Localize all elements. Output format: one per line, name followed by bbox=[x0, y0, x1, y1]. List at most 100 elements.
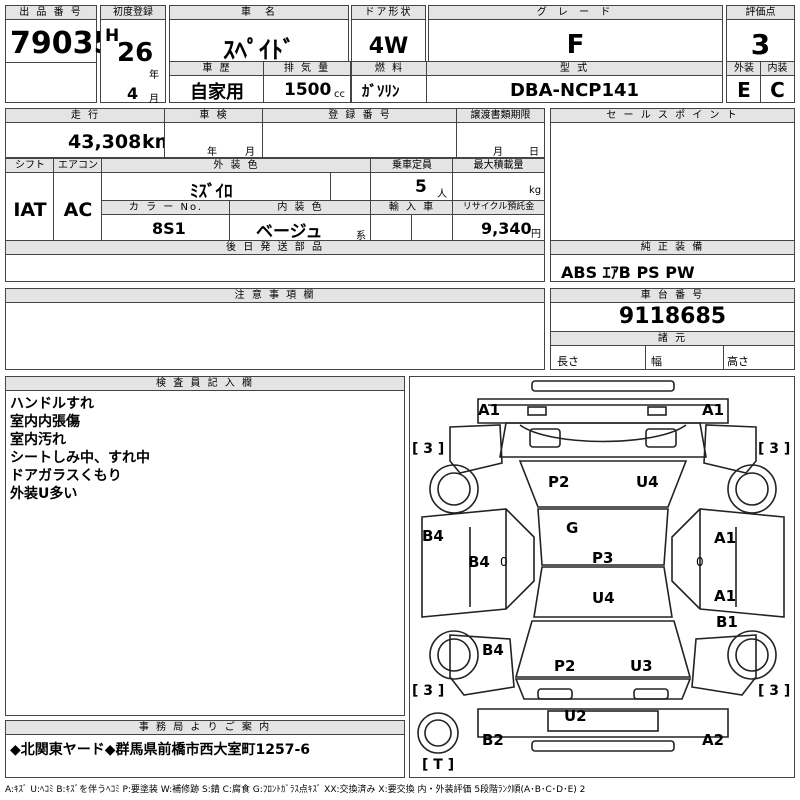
transfer-month-unit: 月 bbox=[493, 147, 503, 158]
shift: IAT bbox=[13, 199, 47, 221]
recycle-box: リサイクル預託金 9,340 円 bbox=[452, 200, 545, 242]
recycle-deposit: 9,340 bbox=[481, 219, 532, 238]
interior-grade-box: 内装 C bbox=[760, 61, 795, 103]
grade-box: グ レ ー ド F bbox=[428, 5, 723, 63]
inspector-note: シートしみ中、すれ中 bbox=[10, 450, 150, 466]
shift-box: シフト IAT bbox=[5, 158, 55, 242]
mark-roof-lower: U4 bbox=[592, 589, 615, 607]
exterior-grade-box: 外装 E bbox=[726, 61, 762, 103]
genuine-equipment-label: 純 正 装 備 bbox=[551, 241, 794, 255]
capacity-unit: 人 bbox=[437, 189, 447, 200]
height-label: 高さ bbox=[727, 355, 749, 368]
fuel: ｶﾞｿﾘﾝ bbox=[362, 82, 400, 100]
displacement-unit: cc bbox=[334, 89, 345, 100]
office-text: ◆北関東ヤード◆群馬県前橋市西大室町1257-6 bbox=[10, 742, 311, 758]
capacity-box: 乗車定員 5 人 bbox=[370, 158, 454, 202]
genuine-equipment-box: 純 正 装 備 ABS ｴｱB PS PW bbox=[550, 240, 795, 282]
mark-glass: G bbox=[566, 519, 579, 537]
mark-hood-left: P2 bbox=[548, 473, 570, 491]
aircon: AC bbox=[63, 199, 93, 221]
capacity: 5 bbox=[415, 177, 427, 197]
fuel-box: 燃 料 ｶﾞｿﾘﾝ bbox=[351, 61, 428, 103]
mileage-box: 走 行 43,308 km bbox=[5, 108, 174, 158]
first-registration-box: 初度登録 H 26 年 4 月 bbox=[100, 5, 166, 105]
first-registration-label: 初度登録 bbox=[101, 6, 165, 20]
import-box: 輸 入 車 bbox=[370, 200, 454, 242]
transfer-day-unit: 日 bbox=[529, 147, 539, 158]
tire-rear-left: [ 3 ] bbox=[412, 683, 445, 699]
mark-trunk-left: P2 bbox=[554, 657, 576, 675]
lot-number-box: 出 品 番 号 79035 bbox=[5, 5, 114, 103]
mark-zero-left: 0 bbox=[500, 555, 508, 569]
inspection-box: 車 検 年 月 bbox=[164, 108, 264, 158]
car-outline-svg bbox=[417, 380, 785, 754]
mark-front-right: A1 bbox=[702, 401, 725, 419]
displacement-box: 排 気 量 1500 cc bbox=[263, 61, 351, 103]
shift-label: シフト bbox=[6, 159, 54, 173]
aircon-box: エアコン AC bbox=[53, 158, 103, 242]
interior-color-unit: 系 bbox=[356, 231, 366, 242]
month-unit: 月 bbox=[149, 94, 159, 105]
car-name: ｽﾍﾟｲﾄﾞ bbox=[223, 36, 295, 64]
sales-point-label: セ ー ル ス ポ イ ン ト bbox=[551, 109, 794, 123]
fuel-label: 燃 料 bbox=[352, 62, 427, 76]
office-label: 事 務 局 よ り ご 案 内 bbox=[6, 721, 404, 735]
mark-rear-bumper-right: A2 bbox=[702, 731, 725, 749]
inspection-month-unit: 月 bbox=[245, 147, 255, 158]
model-box: 型 式 DBA-NCP141 bbox=[426, 61, 723, 103]
history-label: 車 歴 bbox=[170, 62, 264, 76]
displacement-label: 排 気 量 bbox=[264, 62, 350, 76]
door-box: ドア形状 4W bbox=[351, 5, 426, 63]
inspection-year-unit: 年 bbox=[207, 147, 217, 158]
grade-label: グ レ ー ド bbox=[429, 6, 722, 20]
history: 自家用 bbox=[190, 82, 244, 103]
damage-legend: A:ｷｽﾞ U:ﾍｺﾐ B:ｷｽﾞを伴うﾍｺﾐ P:要塗装 W:補修跡 S:錆 … bbox=[5, 785, 586, 795]
lot-number-label: 出 品 番 号 bbox=[6, 6, 96, 20]
chassis-number-box: 車 台 番 号 9118685 諸 元 長さ 幅 高さ bbox=[550, 288, 795, 370]
interior-color-label: 内 装 色 bbox=[230, 201, 371, 215]
interior-color: ベージュ bbox=[256, 222, 323, 242]
tire-front-right: [ 3 ] bbox=[758, 441, 791, 457]
inspector-notes-label: 検 査 員 記 入 欄 bbox=[6, 377, 404, 391]
exterior-grade: E bbox=[737, 78, 751, 102]
transfer-deadline-label: 譲渡書類期限 bbox=[457, 109, 544, 123]
mark-right-door-1: A1 bbox=[714, 529, 737, 547]
grade: F bbox=[566, 30, 585, 60]
notes-box: 注 意 事 項 欄 bbox=[5, 288, 545, 370]
mileage: 43,308 bbox=[68, 131, 142, 153]
recycle-unit: 円 bbox=[531, 229, 541, 240]
lot-number: 79035 bbox=[10, 26, 115, 61]
sales-point-box: セ ー ル ス ポ イ ン ト bbox=[550, 108, 795, 242]
import-label: 輸 入 車 bbox=[371, 201, 453, 215]
registration-year: 26 bbox=[117, 38, 154, 68]
mark-rear-left-fender: B4 bbox=[482, 641, 504, 659]
score: 3 bbox=[750, 28, 771, 61]
inspector-notes-box: 検 査 員 記 入 欄 ハンドルすれ 室内内張傷 室内汚れ シートしみ中、すれ中… bbox=[5, 376, 405, 716]
color-number-label: カ ラ ー No. bbox=[102, 201, 230, 215]
inspector-note: 室内内張傷 bbox=[10, 414, 80, 430]
capacity-label: 乗車定員 bbox=[371, 159, 453, 173]
transfer-deadline-box: 譲渡書類期限 月 日 bbox=[456, 108, 545, 158]
exterior-color-label: 外 装 色 bbox=[102, 159, 371, 173]
color-number-box: カ ラ ー No. 8S1 bbox=[101, 200, 231, 242]
car-name-box: 車 名 ｽﾍﾟｲﾄﾞ bbox=[169, 5, 349, 64]
color-number: 8S1 bbox=[152, 219, 186, 238]
damage-diagram: [ 3 ] [ 3 ] [ 3 ] [ 3 ] [ T ] A1 A1 P2 U… bbox=[409, 376, 795, 778]
office-box: 事 務 局 よ り ご 案 内 ◆北関東ヤード◆群馬県前橋市西大室町1257-6 bbox=[5, 720, 405, 778]
interior-grade: C bbox=[770, 78, 785, 102]
registration-month: 4 bbox=[127, 84, 139, 103]
inspection-label: 車 検 bbox=[165, 109, 263, 123]
exterior-color: ﾐｽﾞｲﾛ bbox=[190, 182, 233, 202]
mark-trunk-right: U3 bbox=[630, 657, 653, 675]
interior-grade-label: 内装 bbox=[761, 62, 794, 76]
length-label: 長さ bbox=[557, 355, 579, 368]
width-label: 幅 bbox=[651, 355, 662, 368]
inspector-note: ドアガラスくもり bbox=[10, 468, 122, 484]
recycle-label: リサイクル預託金 bbox=[453, 201, 544, 215]
model-label: 型 式 bbox=[427, 62, 722, 76]
score-label: 評価点 bbox=[727, 6, 794, 20]
year-unit: 年 bbox=[149, 70, 159, 81]
mark-hood-right: U4 bbox=[636, 473, 659, 491]
interior-color-box: 内 装 色 ベージュ 系 bbox=[229, 200, 372, 242]
tire-spare: [ T ] bbox=[422, 757, 455, 773]
